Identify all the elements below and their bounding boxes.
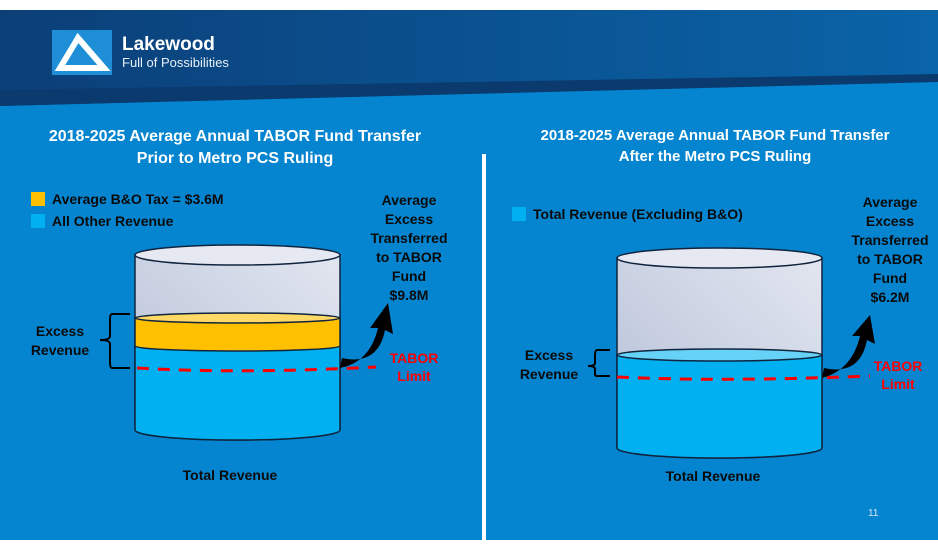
header-stripe <box>0 74 938 106</box>
right-cylinder <box>616 247 823 459</box>
text-line: TABOR <box>873 358 923 374</box>
legend-swatch <box>31 214 45 228</box>
left-tabor-limit-line <box>136 365 377 373</box>
text-line: Excess <box>524 347 574 363</box>
legend-swatch <box>31 192 45 206</box>
right-title-line2: After the Metro PCS Ruling <box>618 148 812 165</box>
right-axis-label: Total Revenue <box>665 468 761 484</box>
left-axis-label: Total Revenue <box>182 467 278 483</box>
right-brace <box>587 349 610 377</box>
text-line: Fund <box>391 268 427 284</box>
text-line: $9.8M <box>389 287 429 303</box>
right-legend: Total Revenue (Excluding B&O) <box>512 203 743 225</box>
text-line: Excess <box>384 211 434 227</box>
left-excess-label: Excess Revenue <box>20 322 100 360</box>
right-excess-label: Excess Revenue <box>509 346 589 384</box>
left-title-line1: 2018-2025 Average Annual TABOR Fund Tran… <box>48 128 422 145</box>
text-line: Excess <box>35 323 85 339</box>
legend-label: All Other Revenue <box>52 213 174 229</box>
legend-item-bo-tax: Average B&O Tax = $3.6M <box>31 188 224 210</box>
legend-item-other-revenue: All Other Revenue <box>31 210 224 232</box>
right-arrow-icon <box>822 315 875 378</box>
text-line: Average <box>381 192 437 208</box>
page-number: 11 <box>868 508 879 519</box>
left-brace <box>99 313 130 369</box>
right-title-line1: 2018-2025 Average Annual TABOR Fund Tran… <box>540 127 890 144</box>
left-transfer-label: Average Excess Transferred to TABOR Fund… <box>359 191 459 305</box>
legend-swatch <box>512 207 526 221</box>
text-line: $6.2M <box>870 289 910 305</box>
text-line: Fund <box>872 270 908 286</box>
text-line: Transferred <box>851 232 929 248</box>
logo-mark-icon <box>52 30 112 75</box>
right-tabor-limit-label: TABOR Limit <box>868 357 928 393</box>
logo: Lakewood Full of Possibilities <box>52 30 229 75</box>
slide: Lakewood Full of Possibilities 2018-2025… <box>0 10 938 540</box>
left-legend: Average B&O Tax = $3.6M All Other Revenu… <box>31 188 224 232</box>
text-line: to TABOR <box>857 251 923 267</box>
left-arrow-icon <box>340 303 393 368</box>
left-cylinder <box>134 244 341 441</box>
right-transfer-label: Average Excess Transferred to TABOR Fund… <box>840 193 938 307</box>
logo-name: Lakewood <box>122 34 215 55</box>
legend-label: Total Revenue (Excluding B&O) <box>533 206 743 222</box>
text-line: Transferred <box>370 230 448 246</box>
right-title: 2018-2025 Average Annual TABOR Fund Tran… <box>492 125 938 167</box>
text-line: Revenue <box>30 342 90 358</box>
legend-label: Average B&O Tax = $3.6M <box>52 191 224 207</box>
left-tabor-limit-label: TABOR Limit <box>384 349 444 385</box>
divider <box>482 154 486 540</box>
right-tabor-limit-line <box>616 374 871 381</box>
text-line: TABOR <box>389 350 439 366</box>
text-line: to TABOR <box>376 249 442 265</box>
legend-item-total-revenue: Total Revenue (Excluding B&O) <box>512 203 743 225</box>
text-line: Revenue <box>519 366 579 382</box>
text-line: Average <box>862 194 918 210</box>
text-line: Excess <box>865 213 915 229</box>
text-line: Limit <box>397 368 431 384</box>
slide-graphics <box>0 10 938 540</box>
left-title-line2: Prior to Metro PCS Ruling <box>136 150 334 167</box>
logo-tagline: Full of Possibilities <box>122 55 229 70</box>
text-line: Limit <box>881 376 915 392</box>
left-title: 2018-2025 Average Annual TABOR Fund Tran… <box>10 126 460 170</box>
